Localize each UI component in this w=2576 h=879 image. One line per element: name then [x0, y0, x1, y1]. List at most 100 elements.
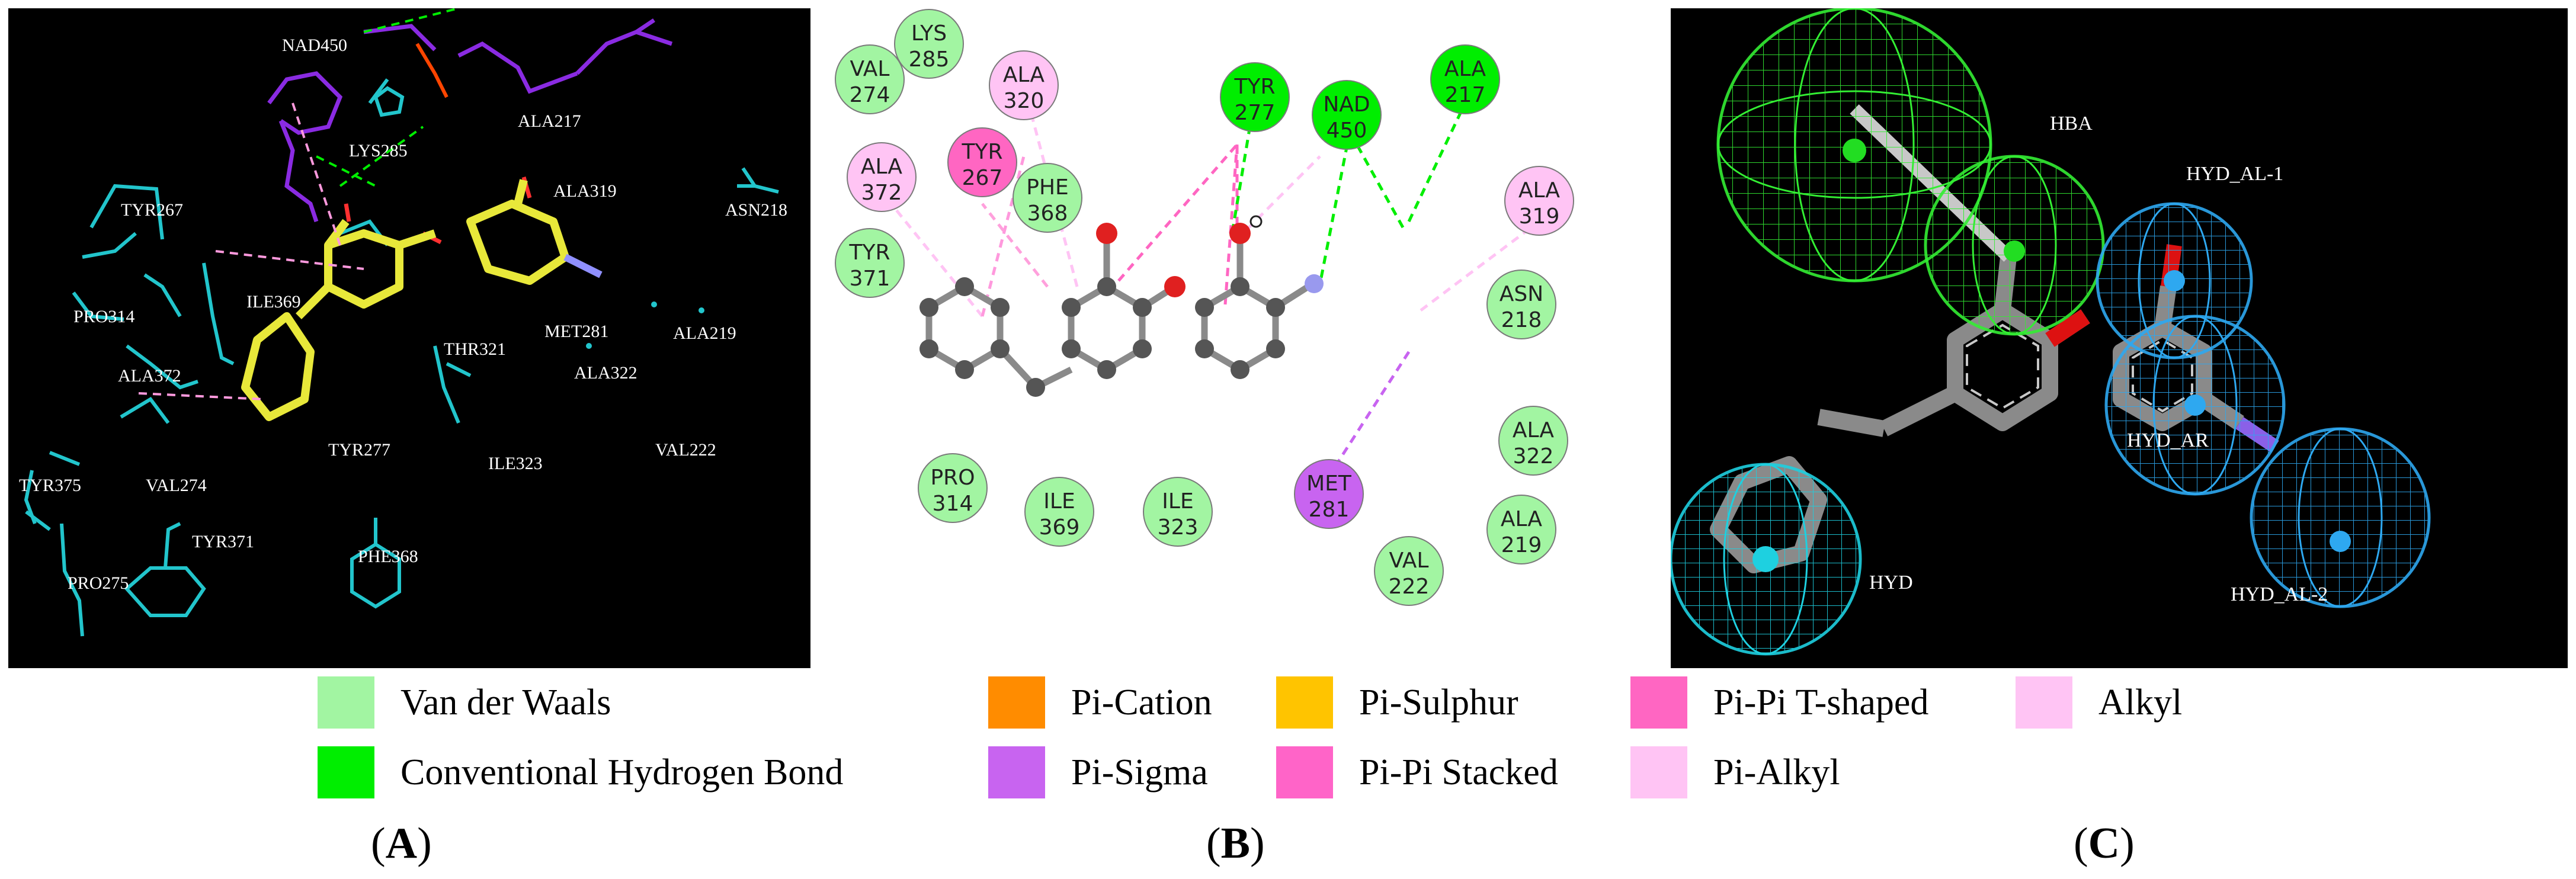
ligand-heteroatoms — [1096, 215, 1324, 297]
label-hba: HBA — [2050, 113, 2093, 134]
residue-name: TYR — [1234, 75, 1276, 99]
oxygen-atom-1 — [1096, 223, 1117, 244]
label-hyd: HYD — [1869, 572, 1913, 594]
label-tyr371: TYR371 — [192, 532, 254, 551]
label-pro314: PRO314 — [73, 307, 134, 326]
residue-number: 219 — [1501, 533, 1542, 557]
caption-a-letter: A — [385, 819, 418, 868]
residue-circle — [1430, 44, 1500, 114]
legend-item-pi-sulphur: Pi-Sulphur — [1276, 669, 1518, 736]
legend-item-alkyl: Alkyl — [2016, 669, 2182, 736]
residue-phe368: PHE368 — [1013, 163, 1082, 233]
residue-circle — [1220, 62, 1290, 132]
residue-tyr267: TYR267 — [947, 127, 1017, 197]
label-lys285: LYS285 — [349, 141, 408, 161]
residue-number: 217 — [1445, 83, 1486, 107]
residue-name: ALA — [1003, 63, 1045, 87]
panel-a-docking-3d: NAD450 ALA217 LYS285 ALA319 ASN218 TYR26… — [8, 8, 810, 668]
residue-pro314: PRO314 — [918, 453, 988, 523]
ligand-atoms — [919, 277, 1285, 397]
residue-name: NAD — [1323, 92, 1370, 117]
pharmacophore-view: HBA HYD_AL-1 HYD_AR HYD HYD_AL-2 — [1671, 8, 2431, 656]
residue-name: ALA — [1513, 418, 1555, 442]
legend-swatch — [318, 746, 374, 798]
residue-ala319: ALA319 — [1504, 166, 1574, 236]
caption-c: (C) — [2074, 819, 2135, 868]
label-asn218: ASN218 — [725, 200, 787, 220]
legend-label: Pi-Pi Stacked — [1359, 752, 1558, 793]
residue-tyr277: TYR277 — [1220, 62, 1290, 132]
residue-number: 281 — [1309, 498, 1350, 522]
residue-circle — [847, 142, 917, 212]
legend-label: Pi-Sigma — [1071, 752, 1208, 793]
residue-labels: NAD450 ALA217 LYS285 ALA319 ASN218 TYR26… — [19, 36, 787, 593]
label-hyd-ar: HYD_AR — [2127, 429, 2209, 451]
residue-name: ILE — [1162, 489, 1193, 514]
legend-item-pi-alkyl: Pi-Alkyl — [1630, 739, 1840, 806]
label-hyd-al-1: HYD_AL-1 — [2186, 163, 2283, 185]
residue-number: 371 — [850, 267, 890, 291]
residue-number: 450 — [1327, 118, 1367, 143]
residue-name: LYS — [911, 21, 947, 46]
label-val274: VAL274 — [146, 476, 207, 495]
residue-ile369: ILE369 — [1024, 477, 1094, 547]
residue-circle — [947, 127, 1017, 197]
legend-item-hbond: Conventional Hydrogen Bond — [318, 739, 843, 806]
residue-ala217: ALA217 — [1430, 44, 1500, 114]
residue-name: ALA — [1518, 178, 1561, 203]
panel-c-pharmacophore: HBA HYD_AL-1 HYD_AR HYD HYD_AL-2 — [1671, 8, 2568, 668]
residue-number: 369 — [1039, 515, 1080, 540]
residue-val222: VAL222 — [1374, 536, 1444, 606]
residue-name: VAL — [1389, 548, 1428, 573]
label-ala322: ALA322 — [574, 363, 637, 383]
residue-number: 322 — [1513, 444, 1554, 469]
residue-circle — [894, 9, 964, 79]
legend-label: Pi-Alkyl — [1713, 752, 1840, 793]
label-met281: MET281 — [544, 322, 608, 341]
legend-item-pi-cation: Pi-Cation — [988, 669, 1212, 736]
residue-name: TYR — [849, 240, 890, 265]
residue-circle — [989, 50, 1059, 120]
docking-3d-view: NAD450 ALA217 LYS285 ALA319 ASN218 TYR26… — [19, 8, 787, 637]
residue-name: PRO — [930, 466, 975, 490]
residue-nad450: NAD450 — [1312, 80, 1382, 150]
residue-number: 222 — [1389, 575, 1430, 599]
residue-name: ASN — [1500, 282, 1543, 306]
residue-ile323: ILE323 — [1143, 477, 1213, 547]
residue-val274: VAL274 — [835, 44, 905, 114]
protein-residue-sticks — [24, 78, 779, 637]
label-ala219: ALA219 — [673, 323, 736, 343]
legend-label: Conventional Hydrogen Bond — [401, 752, 844, 793]
residue-dots — [586, 301, 704, 349]
pharmacophore-labels: HBA HYD_AL-1 HYD_AR HYD HYD_AL-2 — [1869, 113, 2328, 605]
residue-circle — [918, 453, 988, 523]
ligand-skeleton — [925, 236, 1310, 390]
oxygen-atom-3 — [1229, 223, 1251, 244]
label-val222: VAL222 — [655, 440, 716, 460]
residue-circle — [1143, 477, 1213, 547]
legend-item-pi-sigma: Pi-Sigma — [988, 739, 1208, 806]
residue-ala322: ALA322 — [1498, 406, 1568, 476]
residue-asn218: ASN218 — [1486, 270, 1556, 339]
residue-circle — [835, 44, 905, 114]
label-tyr267: TYR267 — [121, 200, 183, 220]
legend-item-pi-pi-t-shaped: Pi-Pi T-shaped — [1630, 669, 1928, 736]
nad-phosphate — [415, 43, 448, 98]
legend-label: Pi-Sulphur — [1359, 682, 1518, 723]
legend-swatch — [1276, 676, 1333, 729]
residue-number: 285 — [909, 47, 950, 72]
residue-name: ILE — [1043, 489, 1075, 514]
residue-circle — [1024, 477, 1094, 547]
residue-ala219: ALA219 — [1486, 495, 1556, 564]
residue-name: MET — [1306, 471, 1352, 496]
residue-circle — [1374, 536, 1444, 606]
label-ala372: ALA372 — [118, 366, 181, 386]
residue-met281: MET281 — [1294, 459, 1364, 529]
legend-swatch — [318, 676, 374, 729]
legend-swatch — [1630, 746, 1687, 798]
residue-circle — [1013, 163, 1082, 233]
